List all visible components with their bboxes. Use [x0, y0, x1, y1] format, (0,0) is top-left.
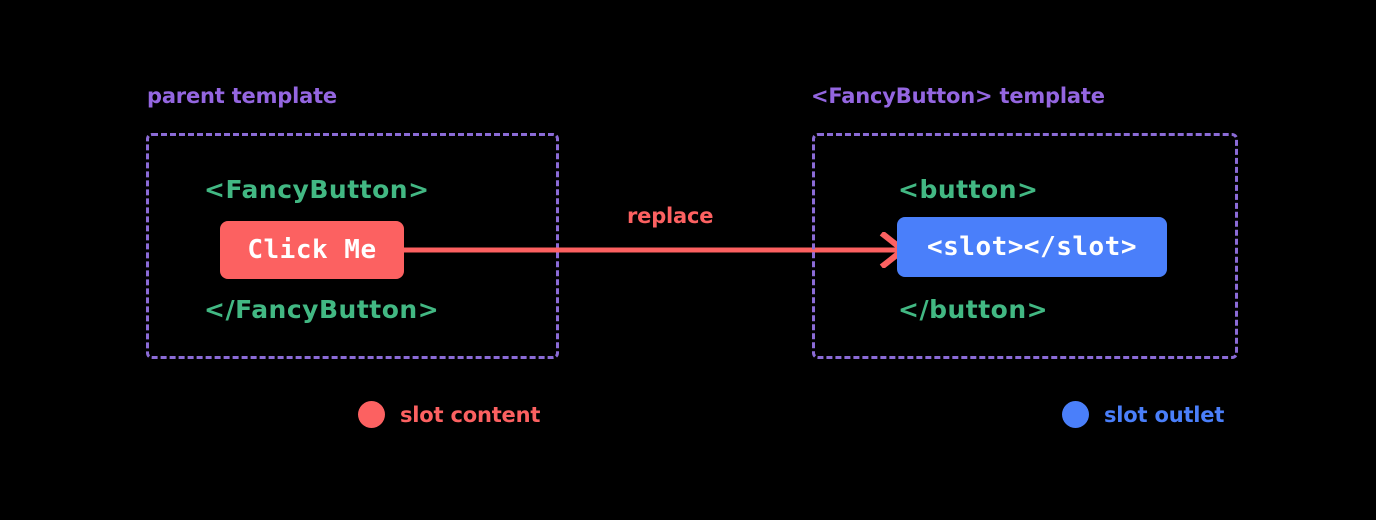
- parent-open-tag: <FancyButton>: [204, 175, 430, 204]
- fancybutton-template-heading: <FancyButton> template: [811, 84, 1105, 108]
- fancybutton-close-tag: </button>: [898, 295, 1049, 324]
- parent-close-tag: </FancyButton>: [204, 295, 440, 324]
- legend-label-slot-content: slot content: [400, 402, 541, 427]
- filled-circle-icon: [358, 401, 385, 428]
- legend-item-slot-outlet: slot outlet: [1062, 401, 1224, 428]
- arrow-label-replace: replace: [627, 204, 714, 228]
- parent-template-box: [146, 133, 559, 359]
- legend-label-slot-outlet: slot outlet: [1104, 402, 1225, 427]
- slot-content-pill[interactable]: Click Me: [220, 221, 404, 279]
- fancybutton-open-tag: <button>: [898, 175, 1039, 204]
- fancybutton-template-box: [812, 133, 1238, 359]
- parent-template-heading: parent template: [147, 84, 337, 108]
- filled-circle-icon: [1062, 401, 1089, 428]
- legend-item-slot-content: slot content: [358, 401, 540, 428]
- slot-outlet-pill[interactable]: <slot></slot>: [897, 217, 1167, 277]
